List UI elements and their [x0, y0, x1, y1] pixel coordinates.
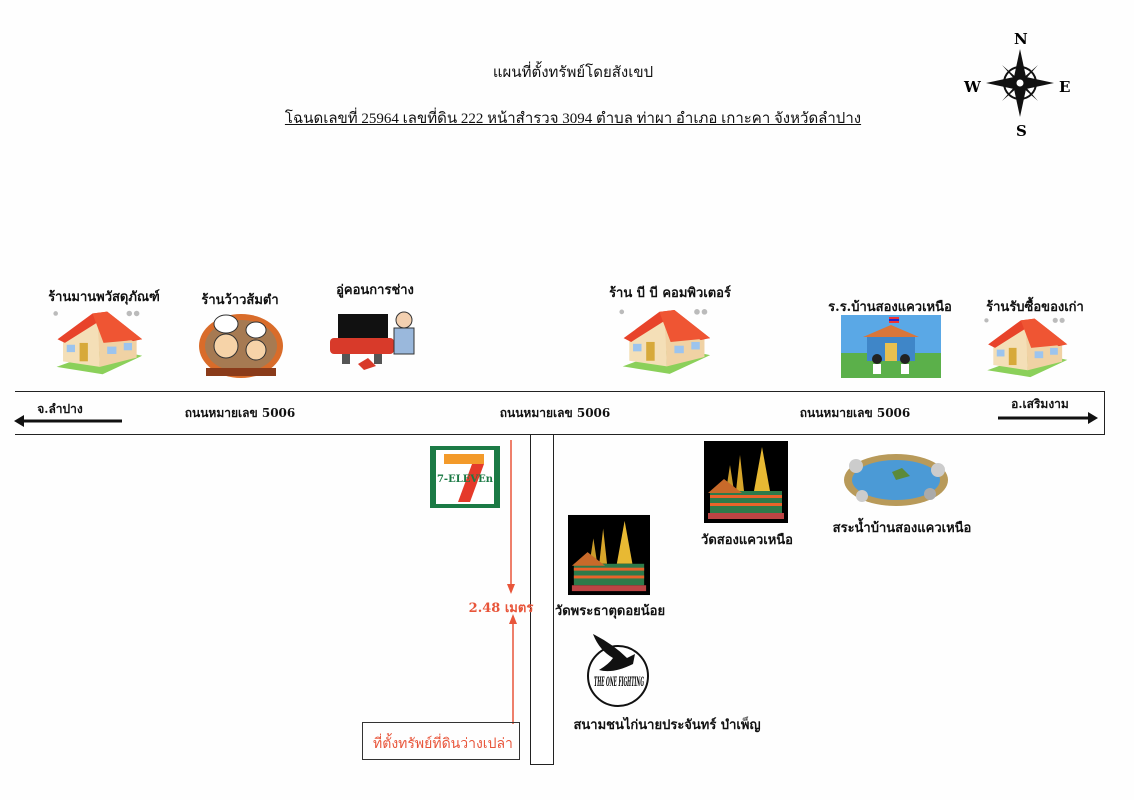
pond-icon — [844, 454, 948, 506]
compass-icon: N S E W — [963, 30, 1070, 140]
road-label: ถนนหมายเลข 5006 — [499, 406, 611, 420]
rooster-logo: THE ONE FIGHTING — [587, 634, 649, 707]
seven-eleven-logo: 7-ELEVEn — [430, 446, 500, 508]
property-label: ที่ตั้งทรัพย์ที่ดินว่างเปล่า — [373, 736, 513, 752]
compass-w: W — [963, 78, 982, 96]
temple-icon — [568, 514, 650, 596]
arrow-left-icon — [14, 415, 122, 427]
arrow-right-icon — [998, 412, 1098, 424]
property-location: ที่ตั้งทรัพย์ที่ดินว่างเปล่า — [362, 722, 520, 760]
mechanic-car-icon — [330, 311, 415, 370]
seven-eleven-text: 7-ELEVEn — [437, 474, 494, 485]
road-label: ถนนหมายเลข 5006 — [184, 406, 296, 420]
road-label: ถนนหมายเลข 5006 — [799, 406, 911, 420]
label-wat-doi-noi: วัดพระธาตุดอยน้อย — [554, 604, 666, 619]
distance-arrows — [507, 440, 517, 724]
compass-e: E — [1059, 78, 1070, 96]
label-school: ร.ร.บ้านสองแควเหนือ — [828, 300, 952, 315]
fighting-text: THE ONE FIGHTING — [594, 675, 644, 690]
house-icon — [52, 308, 144, 376]
label-wow-somtam: ร้านว้าวส้มตำ — [201, 293, 279, 308]
house-icon — [983, 314, 1069, 380]
right-destination: อ.เสริมงาม — [1011, 397, 1069, 411]
side-road — [530, 435, 554, 765]
label-garage: อู่คอนการช่าง — [336, 283, 414, 298]
label-cockfight-arena: สนามชนไก่นายประจันทร์ บำเพ็ญ — [573, 718, 761, 733]
main-road-5006 — [15, 391, 1105, 435]
chef-icon — [199, 314, 283, 378]
compass-s: S — [1016, 122, 1027, 140]
temple-icon — [704, 441, 788, 523]
left-destination: จ.ลำปาง — [37, 402, 83, 416]
distance-label: 2.48 เมตร — [468, 601, 534, 616]
label-junk-shop: ร้านรับซื้อของเก่า — [986, 300, 1084, 315]
label-bb-computer: ร้าน บี บี คอมพิวเตอร์ — [609, 286, 731, 301]
school-icon — [841, 315, 941, 378]
compass-n: N — [1014, 30, 1028, 48]
label-pond: สระน้ำบ้านสองแควเหนือ — [832, 521, 972, 536]
deed-info: โฉนดเลขที่ 25964 เลขที่ดิน 222 หน้าสำรวจ… — [284, 111, 862, 127]
map-title: แผนที่ตั้งทรัพย์โดยสังเขป — [492, 65, 654, 81]
label-wat-song-khwae: วัดสองแควเหนือ — [701, 533, 793, 548]
label-manop-store: ร้านมานพวัสดุภัณฑ์ — [48, 290, 160, 305]
house-icon — [618, 306, 712, 376]
